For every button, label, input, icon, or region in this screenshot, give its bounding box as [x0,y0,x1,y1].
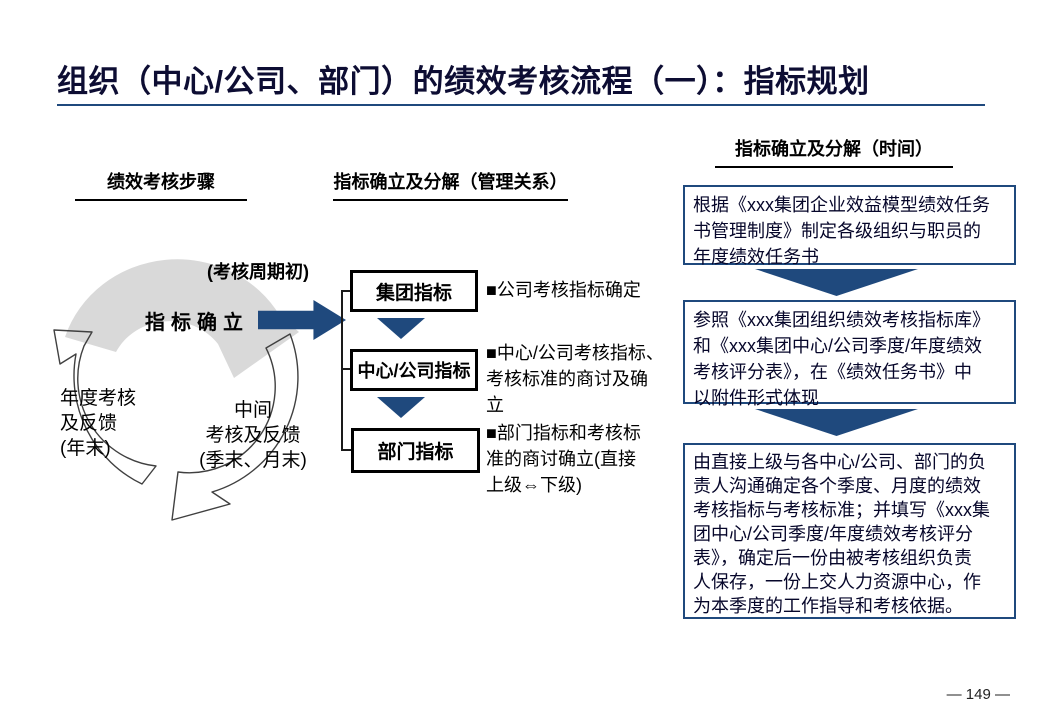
level-box-department: 部门指标 [351,428,480,473]
column-header-relation: 指标确立及分解（管理关系） [333,168,568,201]
down-triangle-icon [377,397,425,418]
cycle-annual-label: 年度考核 及反馈 (年末) [60,388,137,459]
bullet-department-indicator: ■部门指标和考核标 准的商讨确立(直接 上级⇔下级) [486,423,641,495]
cycle-diagram [53,259,299,521]
timeline-box-1: 根据《xxx集团企业效益模型绩效任务 书管理制度》制定各级组织与职员的 年度绩效… [683,185,1016,267]
cycle-arrow-left-icon [53,329,157,485]
cycle-arrow-bottom-icon [171,333,299,521]
bullet-center-company-indicator: ■中心/公司考核指标、 考核标准的商讨及确 立 [486,343,664,415]
connector-stub-2 [341,368,351,370]
down-chevron-icon [755,409,918,436]
connector-vertical-line [341,290,343,451]
page-number: — 149 — [946,686,1010,703]
cycle-main-step-label: 指标确立 [145,312,249,334]
connector-stub-1 [341,290,351,292]
cycle-period-label: (考核周期初) [207,262,309,282]
down-triangle-icon [377,318,425,339]
level-box-group: 集团指标 [350,270,478,312]
page-title: 组织（中心/公司、部门）的绩效考核流程（一）：指标规划 [57,64,870,99]
cycle-interim-label: 中间 考核及反馈 (季末、月末) [199,400,307,471]
title-underline [57,104,985,106]
down-chevron-icon [755,269,918,296]
timeline-box-3: 由直接上级与各中心/公司、部门的负 责人沟通确定各个季度、月度的绩效 考核指标与… [683,443,1016,619]
gray-arc-arrow-icon [65,259,299,378]
connector-stub-3 [341,449,351,451]
column-header-steps: 绩效考核步骤 [75,168,247,201]
level-box-center-company: 中心/公司指标 [350,349,478,391]
bullet-group-indicator: ■公司考核指标确定 [486,280,641,300]
column-header-time: 指标确立及分解（时间） [715,135,953,168]
timeline-box-2: 参照《xxx集团组织绩效考核指标库》 和《xxx集团中心/公司季度/年度绩效 考… [683,300,1016,408]
